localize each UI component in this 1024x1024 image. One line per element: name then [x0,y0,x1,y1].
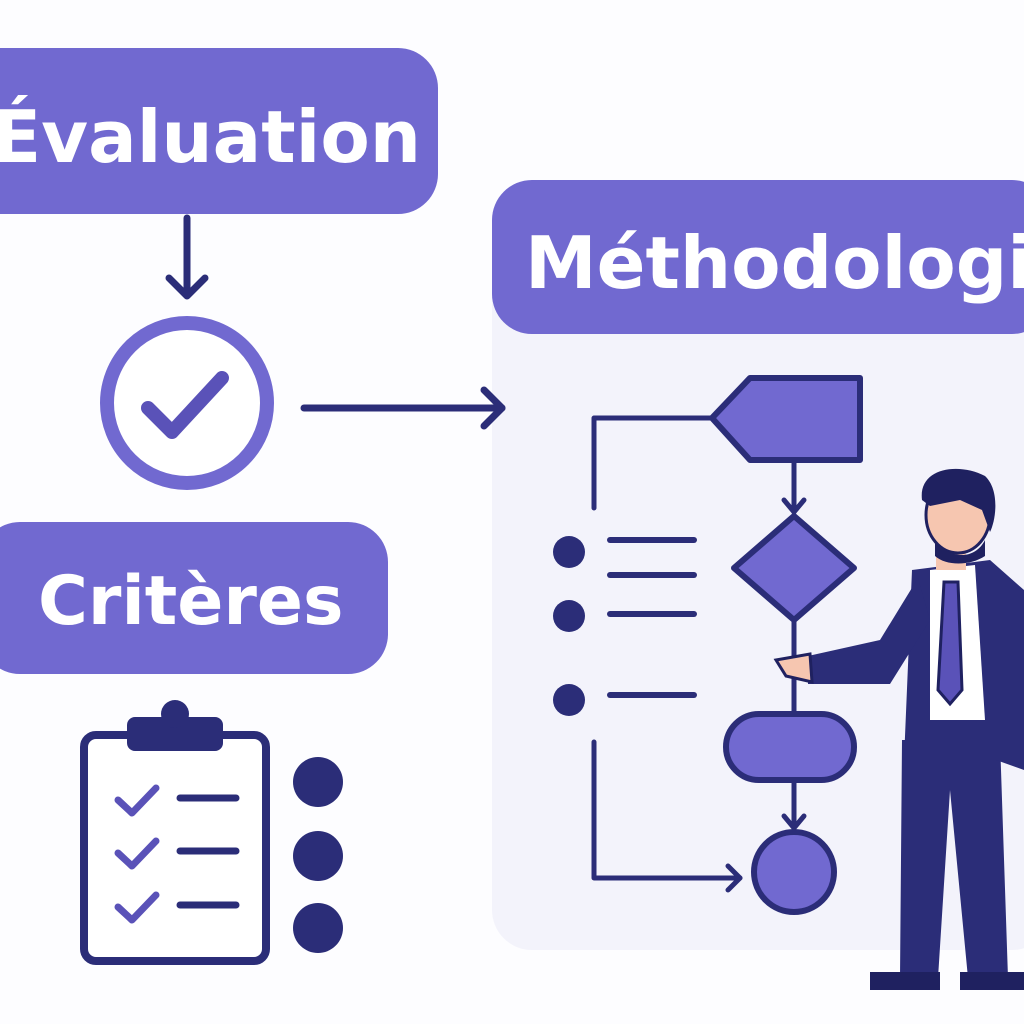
businessman-icon [773,468,1024,990]
methodologie-label: Méthodologie [492,180,1024,334]
clipboard-checklist-icon [80,700,270,965]
flowchart-icon [553,375,863,915]
criteres-label: Critères [0,522,388,674]
methodologie-text: Méthodologie [525,221,1024,305]
evaluation-label: Évaluation [0,48,438,214]
arrow-down-icon [165,214,209,300]
bullet-dots [293,757,343,953]
criteres-text: Critères [38,562,344,641]
methodology-panel [492,250,1024,950]
arrow-right-icon [300,386,506,430]
evaluation-text: Évaluation [0,95,421,179]
check-circle-icon [100,316,274,490]
